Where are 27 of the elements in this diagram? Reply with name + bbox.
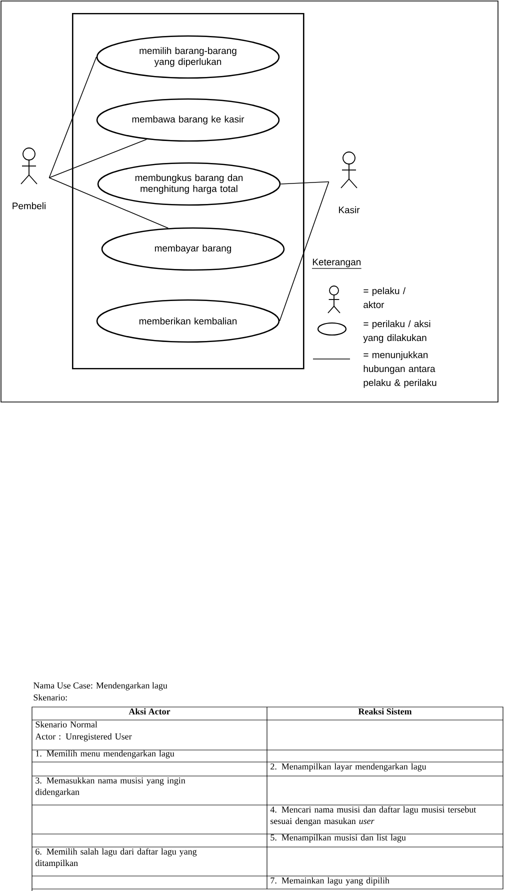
column-header: Aksi Actor [128, 708, 170, 715]
node-label: Kasir [338, 206, 360, 214]
association-line [48, 138, 147, 178]
node-label: Pembeli [12, 202, 46, 210]
table-caption: Skenario: [34, 694, 67, 701]
table-cell-text: 1. Memilih menu mendengarkan lagu [36, 750, 174, 758]
table-cell-text: 7. Memainkan lagu yang dipilih [270, 877, 390, 886]
column-header: Reaksi Sistem [358, 708, 412, 715]
legend-heading: Keterangan [312, 258, 361, 268]
table-cell-text: 3. Memasukkan nama musisi yang ingin didengarkan [36, 777, 186, 797]
table-caption: Nama Use Case: Mendengarkan lagu [33, 682, 168, 690]
legend-text: = perilaku / aksi yang dilakukan [363, 320, 430, 343]
system-boundary [72, 13, 304, 370]
association-line [48, 177, 169, 229]
table-cell-text: Actor : Unregistered User [35, 733, 132, 742]
table-cell-text: 2. Menampilkan layar mendengarkan lagu [270, 763, 426, 772]
table-cell-text: 6. Memilih salah lagu dari daftar lagu yang ditampilkan [36, 848, 197, 868]
association-line [280, 181, 330, 184]
legend-text: = menunjukkan hubungan antara pelaku & perilaku [364, 351, 436, 388]
association-line [48, 56, 97, 178]
table-cell-text: Skenario Normal [36, 721, 98, 728]
actor: Pembeli [12, 148, 46, 210]
table-cell-text: 4. Mencari nama musisi dan daftar lagu musisi tersebut sesuai dengan masukan user [270, 806, 476, 826]
legend-text: = pelaku / aktor [364, 287, 406, 308]
association-line [279, 181, 330, 322]
actor: Kasir [339, 152, 360, 214]
table-cell-text: 5. Menampilkan musisi dan list lagu [270, 834, 406, 842]
